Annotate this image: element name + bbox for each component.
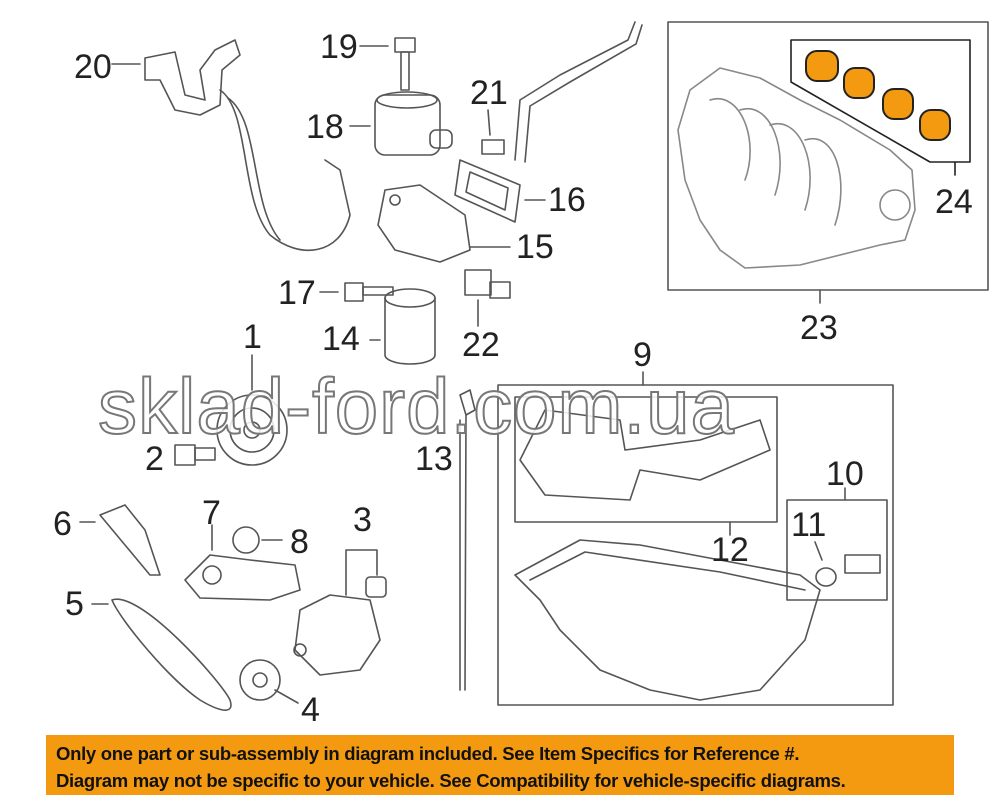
callout-17: 17	[278, 274, 316, 312]
bolt-19	[359, 37, 416, 91]
callout-19: 19	[320, 28, 358, 66]
callout-7: 7	[202, 494, 221, 532]
callout-8: 8	[290, 523, 309, 561]
crankshaft-pulley-1	[216, 354, 288, 466]
callout-1: 1	[243, 318, 262, 356]
callout-9: 9	[633, 336, 652, 374]
oil-filter-14	[369, 288, 436, 365]
oil-cooler-18	[349, 91, 453, 156]
intake-manifold	[677, 67, 916, 269]
oil-filter-adapter-15	[377, 184, 511, 263]
callout-22: 22	[462, 326, 500, 364]
disclaimer-line-1: Only one part or sub-assembly in diagram…	[56, 743, 800, 764]
callout-18: 18	[306, 108, 344, 146]
callout-5: 5	[65, 585, 84, 623]
dipstick-tube-21	[481, 21, 643, 163]
callout-4: 4	[301, 691, 320, 729]
drain-plug-box	[786, 499, 888, 601]
callout-2: 2	[145, 440, 164, 478]
oil-pump	[293, 594, 381, 676]
disclaimer-line-2: Diagram may not be specific to your vehi…	[56, 770, 846, 791]
drain-plug	[814, 541, 881, 587]
callout-13: 13	[415, 440, 453, 478]
oil-pan	[514, 539, 821, 701]
callout-12: 12	[711, 531, 749, 569]
bolt-17	[319, 282, 394, 302]
callout-24: 24	[935, 183, 973, 221]
pump-housing-7	[184, 524, 301, 601]
callout-23: 23	[800, 309, 838, 347]
gasket-box	[790, 39, 971, 163]
callout-20: 20	[74, 48, 112, 86]
drive-belt-5	[91, 598, 232, 711]
hose-20	[111, 39, 351, 251]
manifold-gaskets	[805, 50, 951, 141]
sprocket-4	[239, 659, 299, 704]
callout-10: 10	[826, 455, 864, 493]
callout-15: 15	[516, 228, 554, 266]
bushing-3	[345, 549, 387, 598]
callout-16: 16	[548, 181, 586, 219]
disclaimer-banner: Only one part or sub-assembly in diagram…	[46, 735, 954, 795]
tensioner-6	[79, 504, 161, 576]
dipstick-13	[459, 389, 476, 691]
callout-3: 3	[353, 501, 372, 539]
windage-tray-box	[514, 396, 778, 523]
callout-11: 11	[791, 506, 827, 544]
oil-pan-box	[497, 384, 894, 706]
windage-tray-12	[519, 409, 771, 501]
watermark: sklad-ford.com.ua	[97, 362, 735, 450]
callout-14: 14	[322, 320, 360, 358]
intake-manifold-box	[667, 21, 989, 291]
callout-6: 6	[53, 505, 72, 543]
bolt-2	[174, 444, 216, 466]
oil-pressure-sensor-22	[464, 269, 511, 327]
callout-21: 21	[470, 74, 508, 112]
gasket-16	[454, 159, 546, 223]
seal-8	[232, 526, 283, 554]
